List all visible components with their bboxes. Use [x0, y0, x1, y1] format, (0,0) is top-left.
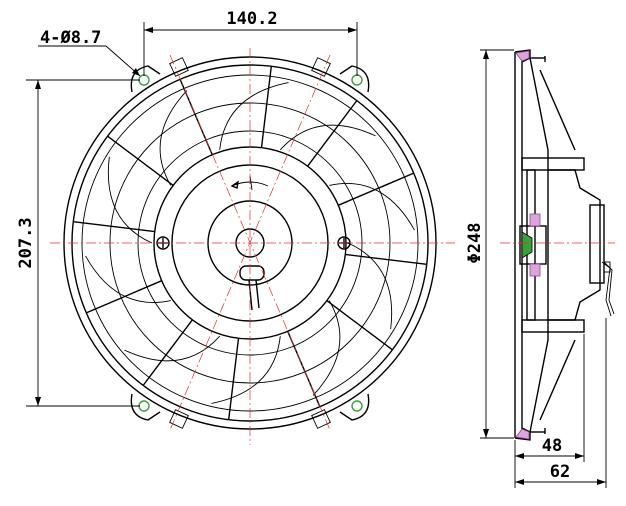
- clip-top-right: [311, 57, 331, 77]
- dimension-depth-total: 62: [515, 318, 607, 488]
- guard-spoke: [260, 66, 273, 148]
- guard-spoke: [326, 300, 393, 351]
- blade-edge: [347, 242, 393, 330]
- side-mount-bracket-bottom: [521, 319, 585, 333]
- cable-exit: [239, 265, 265, 281]
- guard-spoke: [107, 135, 174, 186]
- guard-spoke: [227, 338, 240, 420]
- section-highlight-top: [515, 50, 530, 62]
- blade-edge: [159, 90, 188, 186]
- guard-spoke: [73, 220, 155, 233]
- clip-bottom-left: [169, 409, 189, 429]
- dimension-diameter: Φ248: [465, 49, 514, 439]
- height-label: 207.3: [16, 217, 36, 268]
- dimension-height: 207.3: [16, 79, 140, 407]
- side-mount-bracket: [521, 157, 585, 171]
- blade-edge: [85, 255, 171, 303]
- fan-blades: [85, 82, 415, 404]
- mount-hole-bottom-left: [138, 400, 150, 412]
- hole-spacing-label: 140.2: [226, 9, 277, 29]
- guard-spoke: [338, 172, 414, 206]
- dimension-mount-holes: 4-Ø8.7: [38, 28, 141, 77]
- front-view: [50, 48, 455, 445]
- blade-edge: [124, 335, 221, 362]
- mount-holes-label: 4-Ø8.7: [40, 28, 101, 48]
- side-cable: [601, 261, 612, 317]
- depth-inner-label: 48: [542, 436, 562, 456]
- clip-bottom-right: [311, 409, 331, 429]
- guard-spoke: [307, 100, 358, 167]
- blade-edge: [312, 300, 341, 396]
- blade-edge: [219, 82, 289, 150]
- blade-edge: [211, 336, 281, 404]
- side-view: [500, 49, 615, 441]
- blade-edge: [329, 183, 415, 231]
- diameter-label: Φ248: [465, 223, 485, 264]
- mount-lug-bottom-left: [130, 393, 161, 421]
- blade-edge: [107, 156, 153, 244]
- dimension-depth-inner: 48: [514, 334, 585, 488]
- guard-spoke: [86, 280, 162, 314]
- mount-hole-top-left: [138, 74, 150, 86]
- mount-lug-bottom-right: [339, 393, 370, 421]
- clip-top-left: [169, 57, 189, 77]
- guard-spoke: [142, 319, 193, 386]
- centerline-diag-2: [169, 54, 331, 431]
- guard-spoke: [345, 253, 427, 266]
- section-highlight-bottom: [515, 428, 530, 440]
- depth-total-label: 62: [550, 462, 570, 482]
- mount-hole-bottom-right: [351, 400, 363, 412]
- blade-edge: [279, 124, 376, 151]
- dimension-hole-spacing: 140.2: [143, 9, 358, 76]
- mount-lug-top-right: [339, 65, 370, 93]
- mount-hole-top-right: [351, 74, 363, 86]
- side-motor-body: [548, 169, 601, 321]
